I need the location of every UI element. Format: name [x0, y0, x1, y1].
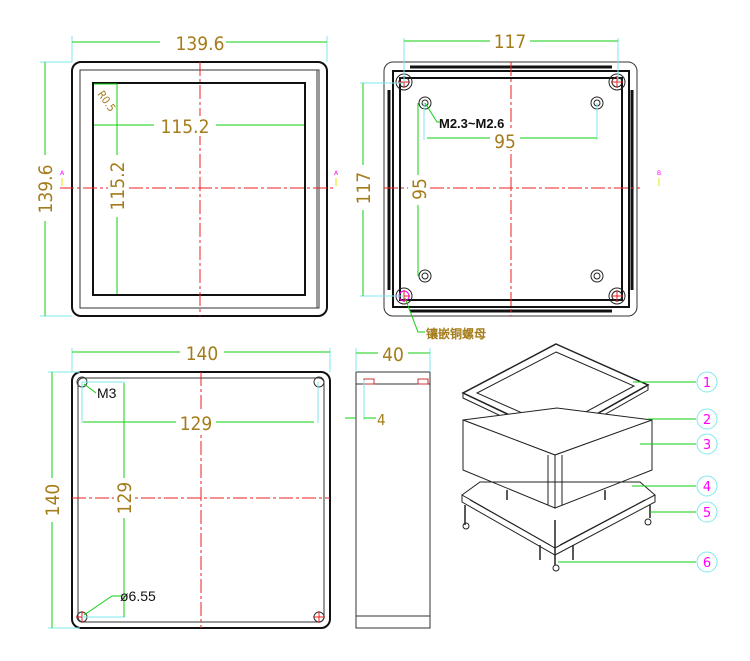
box-width-dim: 117	[494, 31, 527, 53]
section-mark-b: B	[657, 170, 661, 177]
balloon-2: 2	[703, 413, 711, 428]
bottom-width-dim: 140	[186, 343, 219, 365]
balloon-6: 6	[703, 556, 711, 571]
side-depth-dim: 40	[382, 344, 404, 366]
balloon-3: 3	[703, 438, 711, 453]
balloons	[696, 371, 718, 573]
lid-inner-width-dim: 115.2	[161, 116, 210, 138]
screw-note: M2.3~M2.6	[439, 116, 504, 131]
radius-note: R0.5	[95, 88, 119, 114]
bottom-pitch-y-dim: 129	[114, 482, 136, 515]
balloon-1: 1	[703, 376, 711, 391]
side-view	[345, 348, 431, 629]
balloon-leaders	[558, 381, 696, 563]
exploded-isometric-view	[461, 343, 656, 572]
section-mark-a-left: A	[60, 170, 65, 177]
hole-pitch-y-dim: 95	[409, 178, 431, 200]
bottom-view	[48, 348, 331, 629]
lid-top-view	[40, 36, 336, 317]
lid-inner-height-dim: 115.2	[107, 162, 129, 211]
section-mark-a-right: A	[334, 170, 339, 177]
hole-pitch-x-dim: 95	[494, 131, 516, 153]
bottom-height-dim: 140	[42, 484, 64, 517]
balloon-4: 4	[703, 480, 711, 495]
box-height-dim: 117	[353, 172, 375, 205]
insert-nut-note: 镶嵌铜螺母	[426, 326, 486, 341]
bottom-pitch-x-dim: 129	[180, 413, 213, 435]
lid-width-dim: 139.6	[176, 33, 225, 55]
balloon-5: 5	[703, 506, 711, 521]
box-top-view	[360, 38, 640, 333]
thread-note: M3	[97, 385, 117, 401]
hole-diameter-note: ø6.55	[120, 588, 156, 604]
side-offset-dim: 4	[377, 411, 386, 429]
lid-height-dim: 139.6	[35, 165, 57, 214]
